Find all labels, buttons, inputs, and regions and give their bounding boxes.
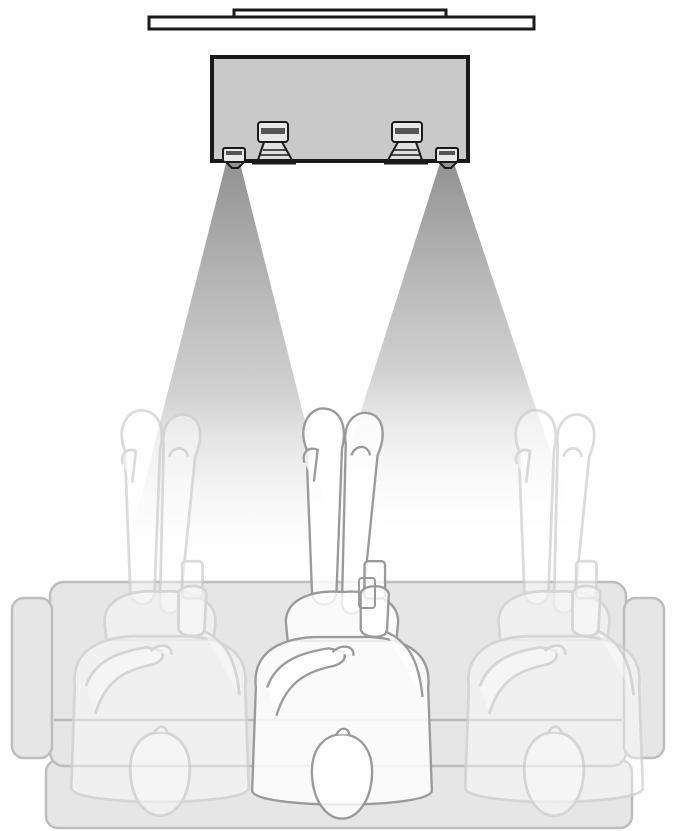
- beam-right: [320, 163, 580, 540]
- speaker-tweeter-icon: [222, 147, 246, 169]
- speaker-woofer-icon: [384, 121, 428, 165]
- speaker-tweeter-icon: [435, 147, 459, 169]
- tv-icon: [147, 8, 536, 31]
- soundbar-icon: [210, 55, 470, 169]
- sofa-arm-left: [10, 596, 54, 760]
- remote-control-icon: [358, 577, 376, 609]
- speaker-woofer-icon: [252, 121, 296, 165]
